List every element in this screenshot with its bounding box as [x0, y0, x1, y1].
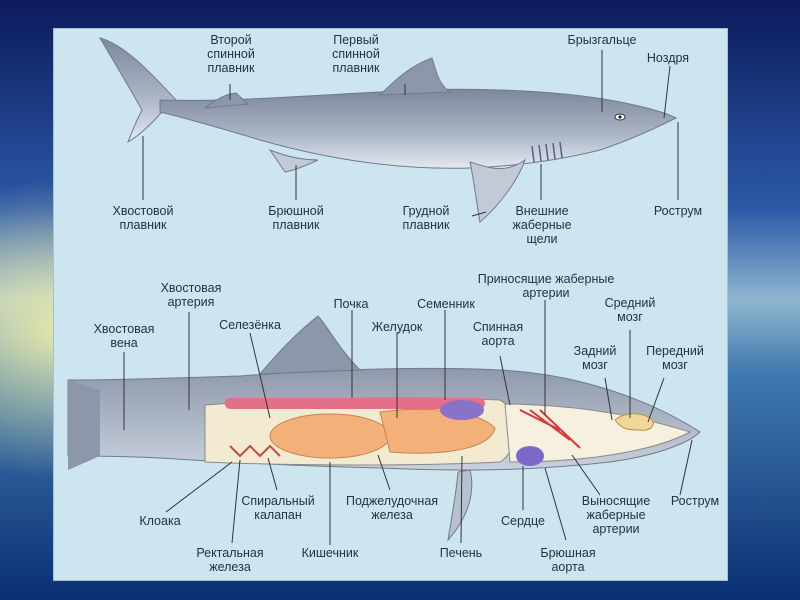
- label-caudal-vein: Хвостовая вена: [93, 322, 155, 350]
- internal-shark: [67, 315, 701, 542]
- gill-slits-marks: [531, 141, 563, 163]
- label-forebrain: Передний мозг: [646, 344, 704, 372]
- label-spleen: Селезёнка: [219, 318, 281, 332]
- leader-lines: [123, 50, 693, 545]
- label-spiral-valve: Спиральный калапан: [241, 494, 315, 522]
- external-shark: [98, 37, 678, 223]
- pectoral-fin-shape: [469, 158, 526, 223]
- label-liver: Печень: [439, 546, 483, 560]
- gill-arteries-shape: [519, 409, 581, 449]
- label-rostrum-top: Рострум: [653, 204, 703, 218]
- label-nostril: Ноздря: [646, 51, 690, 65]
- label-second-dorsal-fin: Второй спинной плавник: [207, 33, 255, 75]
- heart-shape: [516, 446, 544, 466]
- label-caudal-artery: Хвостовая артерия: [160, 281, 222, 309]
- kidney-shape: [225, 398, 485, 409]
- intestine-shape: [269, 413, 391, 459]
- label-rectal-gland: Ректальная железа: [196, 546, 264, 574]
- label-testis: Семенник: [417, 297, 475, 311]
- label-pelvic-fin: Брюшной плавник: [268, 204, 324, 232]
- brain-shape: [614, 413, 654, 431]
- spiral-valve-shape: [229, 444, 281, 458]
- label-afferent-arteries: Приносящие жаберные артерии: [477, 272, 615, 300]
- label-pancreas: Поджелудочная железа: [345, 494, 439, 522]
- head-cavity-shape: [504, 403, 692, 463]
- lower-pectoral-shape: [447, 469, 473, 542]
- label-stomach: Желудок: [371, 320, 423, 334]
- second-dorsal-fin-shape: [203, 92, 250, 109]
- label-heart: Сердце: [501, 514, 545, 528]
- label-kidney: Почка: [333, 297, 369, 311]
- stomach-shape: [379, 408, 496, 454]
- label-rostrum-bottom: Рострум: [670, 494, 720, 508]
- label-efferent-arteries: Выносящие жаберные артерии: [581, 494, 651, 536]
- label-intestine: Кишечник: [301, 546, 359, 560]
- label-spiracle: Брызгальце: [567, 33, 637, 47]
- label-caudal-fin: Хвостовой плавник: [112, 204, 174, 232]
- first-dorsal-fin-shape: [378, 57, 452, 96]
- label-hindbrain: Задний мозг: [573, 344, 617, 372]
- label-midbrain: Средний мозг: [604, 296, 656, 324]
- label-first-dorsal-fin: Первый спинной плавник: [332, 33, 380, 75]
- label-pectoral-fin: Грудной плавник: [402, 204, 450, 232]
- label-ventral-aorta: Брюшная аорта: [540, 546, 596, 574]
- lower-first-dorsal-shape: [258, 315, 362, 375]
- pelvic-fin-shape: [268, 148, 319, 173]
- caudal-fin-shape: [98, 37, 177, 144]
- label-gill-slits: Внешние жаберные щели: [512, 204, 572, 246]
- testis-shape: [440, 400, 484, 420]
- label-cloaca: Клоака: [139, 514, 181, 528]
- label-dorsal-aorta: Спинная аорта: [472, 320, 524, 348]
- lower-tail-shape: [68, 380, 100, 470]
